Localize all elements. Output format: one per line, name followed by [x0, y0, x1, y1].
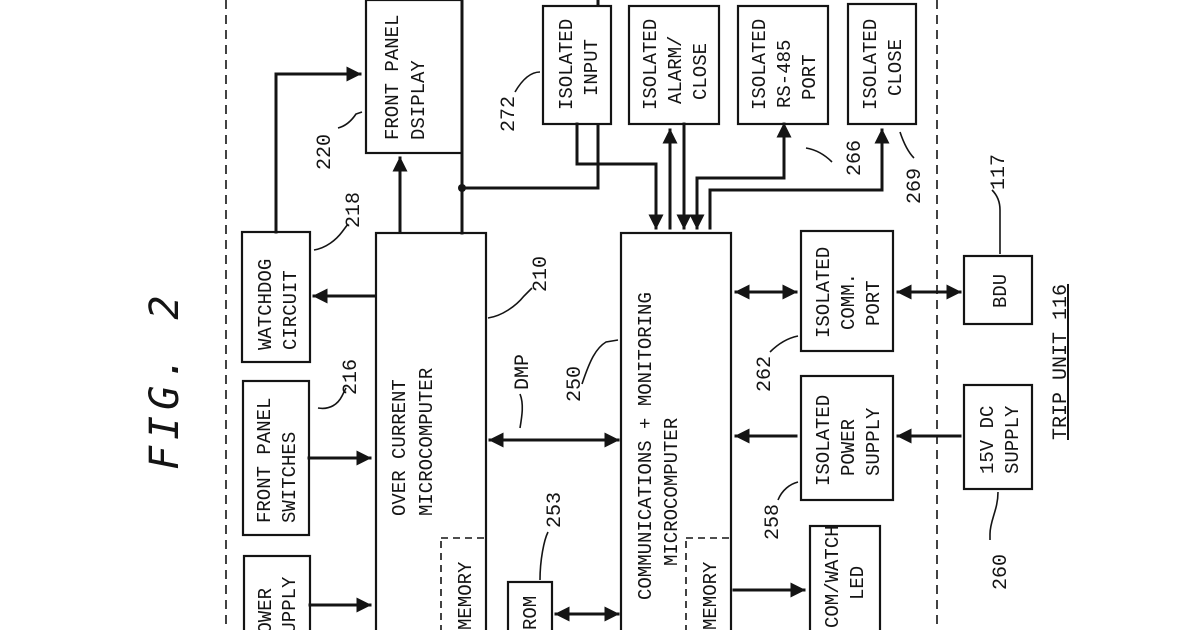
- leader-218: [313, 223, 349, 251]
- isolated-close-block: ISOLATED CLOSE: [846, 2, 918, 126]
- isolated-rs485-block: ISOLATED RS-485 PORT: [736, 4, 830, 126]
- comms-to-iso-close: [708, 128, 890, 230]
- fpd-label-2: DSIPLAY: [408, 60, 430, 140]
- ref-216: 216: [340, 359, 363, 395]
- ref-253: 253: [544, 492, 567, 528]
- leader-250: [581, 339, 619, 385]
- watchdog-to-display-arrow: [274, 66, 362, 234]
- leader-262: [769, 335, 799, 353]
- dmp-label: DMP: [512, 354, 535, 390]
- comwatch-label-1: COM/WATCH: [822, 525, 844, 628]
- ref-269: 269: [904, 168, 927, 204]
- leader-220: [337, 111, 363, 129]
- iso-close-label-2: CLOSE: [885, 39, 907, 96]
- memory-1-label: MEMORY: [455, 561, 477, 630]
- comms-label-2: MICROCOMPUTER: [661, 418, 683, 566]
- iso-comm-label-3: PORT: [863, 280, 885, 326]
- power-supply-label-2: SUPPLY: [279, 576, 301, 630]
- comms-label-1: COMMUNICATIONS + MONITORING: [635, 292, 657, 600]
- trip-unit-enclosure: [225, 0, 938, 630]
- ref-210: 210: [530, 256, 553, 292]
- watchdog-block: WATCHDOG CIRCUIT: [240, 230, 312, 364]
- iso-rs485-label-2: RS-485: [774, 40, 796, 108]
- iso-power-label-1: ISOLATED: [813, 395, 835, 486]
- front-panel-switches-block: FRONT PANEL SWITCHES: [241, 379, 311, 537]
- com-watch-led-block: COM/WATCH LED: [808, 524, 882, 630]
- fps-label-1: FRONT PANEL: [254, 398, 276, 523]
- memory-2-region: [685, 537, 732, 630]
- figure-title: FIG. 2: [142, 290, 188, 471]
- iso-input-label-1: ISOLATED: [556, 19, 578, 110]
- iso-alarm-label-1: ISOLATED: [640, 19, 662, 110]
- iso-alarm-label-2: ALARM/: [665, 36, 687, 104]
- fps-label-2: SWITCHES: [279, 432, 301, 523]
- power-supply-label-1: POWER: [255, 588, 277, 630]
- isolated-alarm-close-block: ISOLATED ALARM/ CLOSE: [627, 4, 721, 126]
- watchdog-label-2: CIRCUIT: [280, 270, 302, 350]
- oc-label-2: MICROCOMPUTER: [416, 368, 438, 516]
- rom-block: ROM: [506, 580, 554, 630]
- fpd-label-1: FRONT PANEL: [382, 15, 404, 140]
- leader-258: [777, 481, 799, 501]
- watchdog-label-1: WATCHDOG: [255, 259, 277, 350]
- leader-260: [989, 491, 999, 540]
- leader-269: [899, 131, 915, 159]
- ref-250: 250: [564, 366, 587, 402]
- ref-272: 272: [498, 96, 521, 132]
- ref-117: 117: [988, 154, 1011, 190]
- rs485-to-comms: [689, 122, 792, 230]
- isolated-input-block: ISOLATED INPUT: [541, 4, 613, 126]
- leader-272: [514, 71, 541, 93]
- ref-220: 220: [314, 134, 337, 170]
- ref-260: 260: [990, 554, 1013, 590]
- dc-label-2: SUPPLY: [1002, 405, 1024, 474]
- ref-266: 266: [844, 140, 867, 176]
- iso-comm-label-1: ISOLATED: [813, 247, 835, 338]
- iso-power-label-2: POWER: [838, 419, 860, 476]
- iso-power-label-3: SUPPLY: [863, 407, 885, 476]
- oc-label-1: OVER CURRENT: [389, 379, 411, 516]
- dc-supply-block: 15V DC SUPPLY: [962, 383, 1034, 491]
- leader-216: [317, 387, 347, 410]
- over-current-microcomputer-block: OVER CURRENT MICROCOMPUTER MEMORY: [374, 231, 488, 630]
- leader-117: [991, 189, 1001, 254]
- comms-microcomputer-block: COMMUNICATIONS + MONITORING MICROCOMPUTE…: [619, 231, 733, 630]
- ref-218: 218: [343, 192, 366, 228]
- leader-266: [805, 147, 833, 163]
- bdu-label: BDU: [990, 274, 1012, 308]
- ref-262: 262: [754, 356, 777, 392]
- comwatch-label-2: LED: [847, 566, 869, 600]
- isolated-comm-port-block: ISOLATED COMM. PORT: [799, 229, 895, 353]
- iso-close-label-1: ISOLATED: [860, 19, 882, 110]
- iso-input-to-comms: [575, 122, 664, 230]
- iso-rs485-label-3: PORT: [799, 54, 821, 100]
- iso-input-label-2: INPUT: [581, 39, 603, 96]
- front-panel-display-block: FRONT PANEL DSIPLAY: [364, 0, 464, 155]
- rom-label: ROM: [520, 596, 542, 630]
- dc-label-1: 15V DC: [977, 406, 999, 474]
- bdu-block: BDU: [962, 254, 1034, 326]
- enclosure-label: TRIP UNIT 116: [1050, 284, 1073, 440]
- leader-253: [539, 531, 549, 581]
- memory-1-region: [440, 537, 487, 630]
- iso-alarm-label-3: CLOSE: [690, 43, 712, 100]
- iso-rs485-label-1: ISOLATED: [749, 19, 771, 110]
- ref-258: 258: [762, 504, 785, 540]
- leader-dmp: [519, 393, 524, 429]
- memory-2-label: MEMORY: [700, 561, 722, 630]
- power-supply-block: POWER SUPPLY: [242, 554, 312, 630]
- leader-210: [487, 287, 533, 319]
- isolated-power-supply-block: ISOLATED POWER SUPPLY: [799, 374, 895, 502]
- iso-comm-label-2: COMM.: [838, 273, 860, 330]
